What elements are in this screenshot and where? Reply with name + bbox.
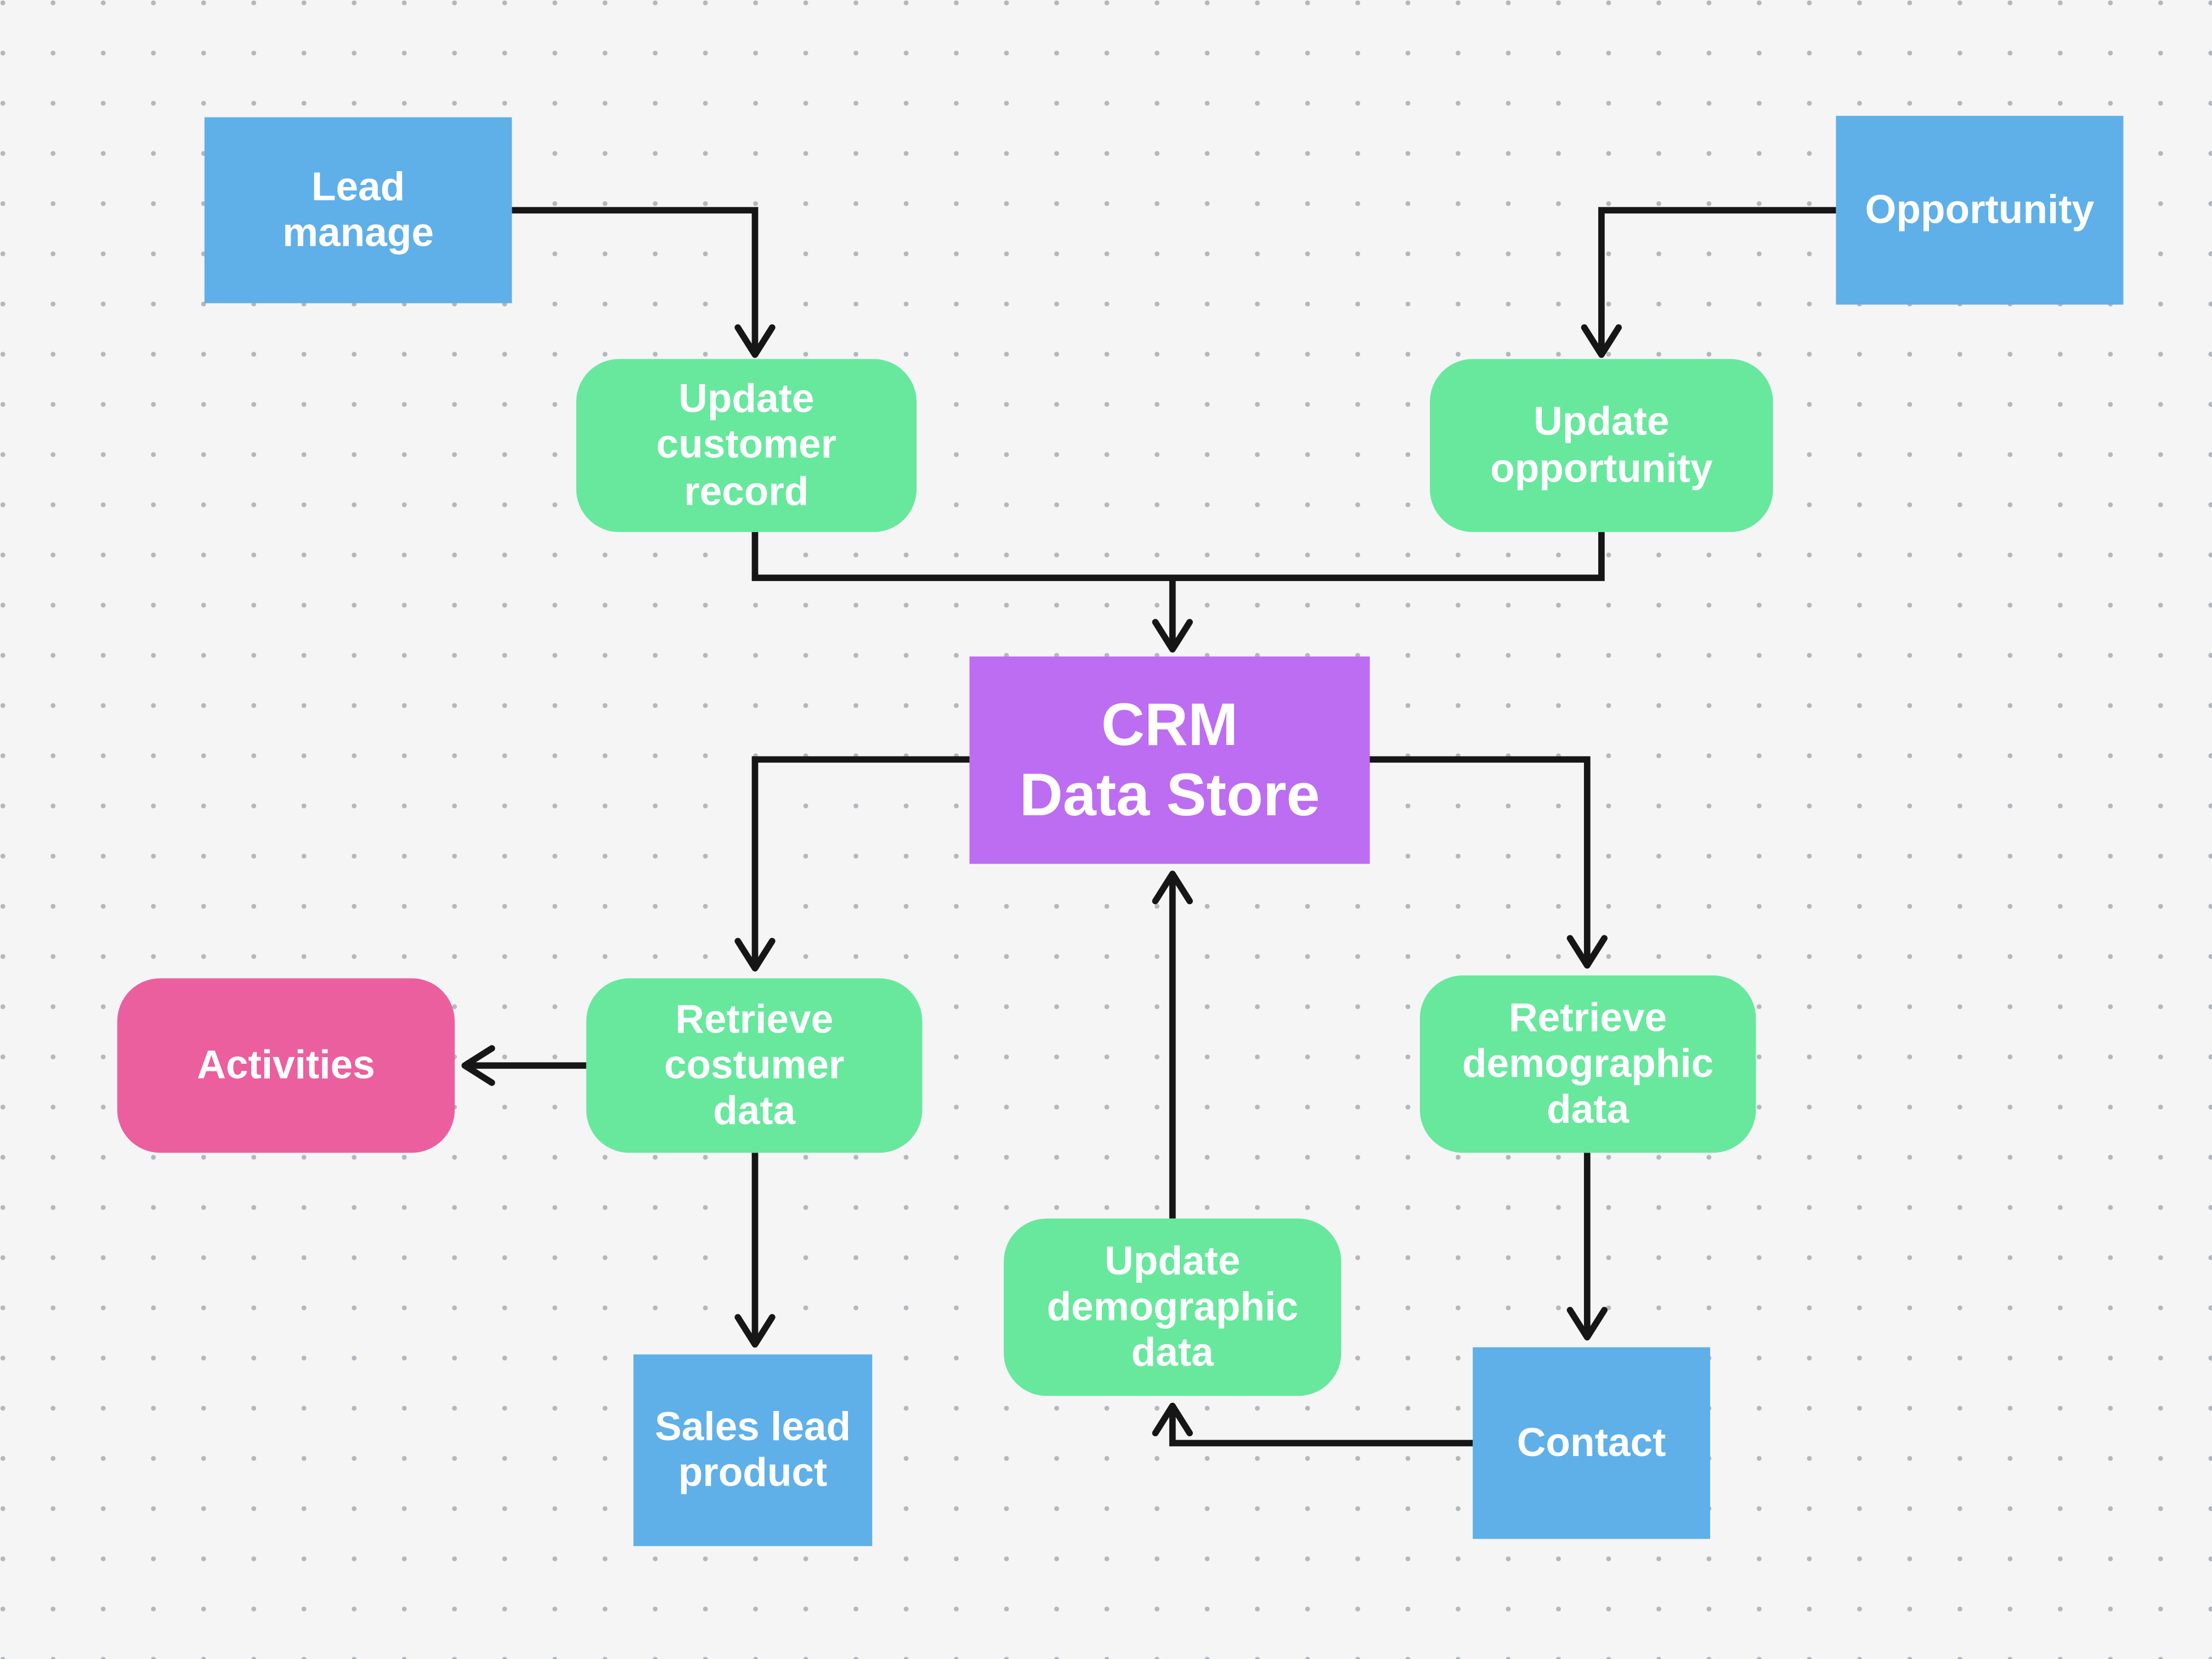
node-sales-lead-product[interactable]: Sales lead product [633, 1354, 873, 1547]
node-update-demographic-data[interactable]: Update demographic data [1004, 1218, 1342, 1396]
node-label: Lead manage [282, 164, 434, 255]
node-retrieve-costumer-data[interactable]: Retrieve costumer data [586, 978, 923, 1153]
node-update-opportunity[interactable]: Update opportunity [1430, 359, 1773, 532]
node-activities[interactable]: Activities [117, 978, 455, 1153]
node-label: Retrieve costumer data [664, 996, 845, 1133]
node-lead-manage[interactable]: Lead manage [204, 117, 512, 303]
node-label: Activities [197, 1042, 375, 1087]
edge-crm-data-store-to-retrieve-costumer-data[interactable] [734, 756, 970, 972]
node-retrieve-demographic-data[interactable]: Retrieve demographic data [1419, 975, 1756, 1153]
edge-opportunity-to-update-opportunity[interactable] [1581, 207, 1836, 358]
edge-lead-manage-to-update-customer-record[interactable] [512, 207, 776, 358]
node-update-customer-record[interactable]: Update customer record [576, 359, 917, 532]
node-opportunity[interactable]: Opportunity [1836, 116, 2124, 305]
node-label: Retrieve demographic data [1462, 995, 1714, 1132]
node-label: CRM Data Store [1019, 691, 1320, 828]
node-label: Update demographic data [1046, 1238, 1298, 1375]
node-label: Opportunity [1865, 187, 2095, 232]
node-contact[interactable]: Contact [1473, 1347, 1710, 1539]
node-label: Sales lead product [655, 1404, 851, 1495]
node-label: Update customer record [656, 376, 837, 513]
edge-contact-to-update-demographic-data[interactable] [1152, 1402, 1473, 1447]
edge-crm-data-store-to-retrieve-demographic-data[interactable] [1370, 756, 1608, 969]
node-label: Contact [1517, 1420, 1666, 1465]
edge-update-processes-merge[interactable] [751, 532, 1605, 582]
node-label: Update opportunity [1490, 399, 1713, 490]
node-crm-data-store[interactable]: CRM Data Store [969, 656, 1370, 864]
